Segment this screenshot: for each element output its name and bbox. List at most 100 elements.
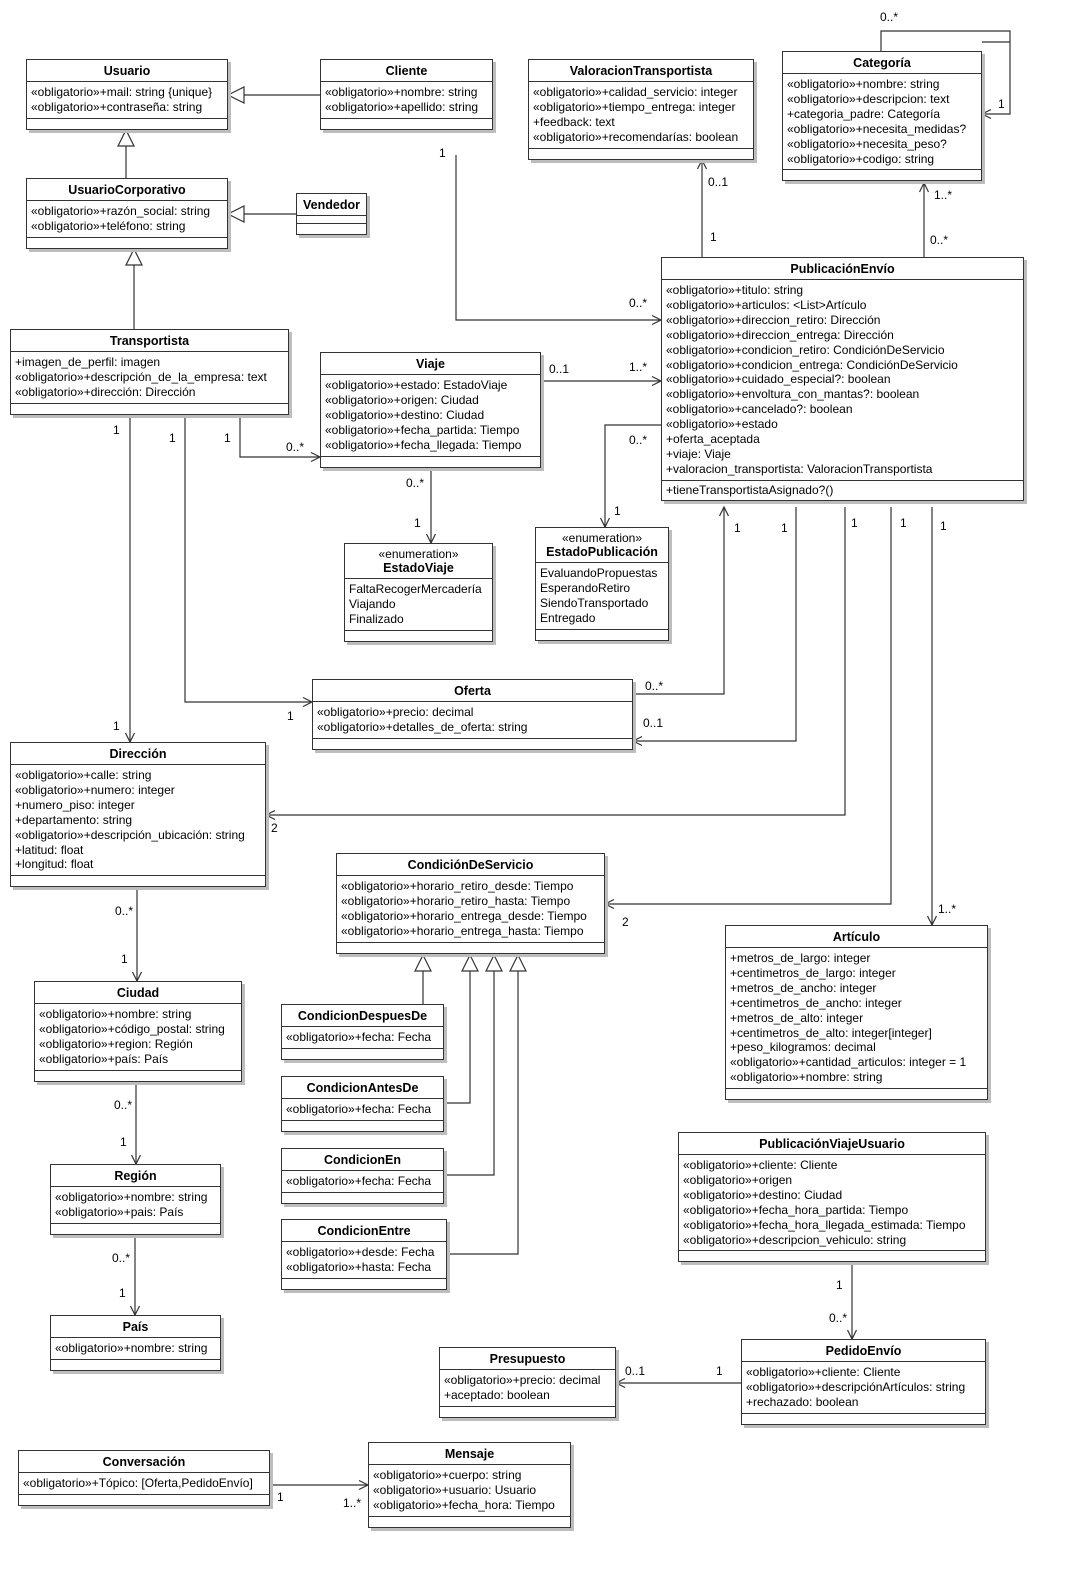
- class-attributes: «obligatorio»+cliente: Cliente«obligator…: [679, 1155, 985, 1252]
- class-condEntre: CondicionEntre«obligatorio»+desde: Fecha…: [281, 1219, 447, 1290]
- class-header: País: [51, 1316, 220, 1338]
- class-attribute: +imagen_de_perfil: imagen: [15, 355, 161, 369]
- class-name: Ciudad: [116, 986, 160, 1000]
- class-attribute: +metros_de_alto: integer: [730, 1010, 864, 1025]
- class-operations: [783, 170, 981, 180]
- multiplicity-label: 1: [277, 1490, 284, 1504]
- class-name: Conversación: [102, 1455, 186, 1469]
- class-attribute: Finalizado: [349, 611, 404, 626]
- class-attribute: «obligatorio»+precio: decimal: [444, 1373, 601, 1387]
- class-attribute: «obligatorio»+fecha: Fecha: [286, 1102, 432, 1116]
- association-line-15: [425, 470, 437, 545]
- class-operations: [282, 1279, 446, 1289]
- class-header: Cliente: [321, 60, 492, 82]
- class-attribute: «obligatorio»+Tópico: [Oferta,PedidoEnví…: [23, 1476, 253, 1490]
- class-attribute: +centimetros_de_alto: integer[integer]: [730, 1025, 932, 1040]
- class-attribute: +valoracion_transportista: ValoracionTra…: [666, 461, 933, 476]
- class-attribute: +peso_kilogramos: decimal: [730, 1040, 876, 1055]
- class-operations: [282, 1121, 443, 1131]
- class-operations: [11, 404, 288, 414]
- class-attribute: «obligatorio»+horario_entrega_hasta: Tie…: [341, 923, 584, 938]
- class-publicacion: PublicaciónEnvío«obligatorio»+titulo: st…: [661, 257, 1024, 501]
- class-header: Usuario: [27, 60, 227, 82]
- multiplicity-label: 1: [940, 519, 947, 533]
- class-operations: [742, 1414, 985, 1424]
- class-operations: [321, 119, 492, 129]
- class-attribute: «obligatorio»+destino: Ciudad: [325, 407, 485, 422]
- class-header: Viaje: [321, 353, 540, 375]
- class-attribute: «obligatorio»+nombre: string: [39, 1007, 192, 1021]
- class-attributes: «obligatorio»+fecha: Fecha: [282, 1027, 443, 1049]
- class-attribute: «obligatorio»+destino: Ciudad: [683, 1187, 843, 1202]
- generalization-line-2: [226, 205, 296, 223]
- class-attribute: +longitud: float: [15, 857, 94, 872]
- class-attribute: «obligatorio»+detalles_de_oferta: string: [317, 719, 528, 734]
- multiplicity-label: 1: [734, 521, 741, 535]
- class-name: EstadoViaje: [383, 561, 454, 575]
- multiplicity-label: 1..*: [934, 188, 953, 202]
- multiplicity-label: 1: [836, 1278, 843, 1292]
- multiplicity-label: 1: [414, 516, 421, 530]
- class-attribute: «obligatorio»+fecha_hora: Tiempo: [373, 1497, 555, 1512]
- class-header: Región: [51, 1165, 220, 1187]
- class-attribute: +latitud: float: [15, 842, 84, 857]
- class-header: Transportista: [11, 330, 288, 352]
- class-operation: +tieneTransportistaAsignado?(): [666, 482, 834, 497]
- class-vendedor: Vendedor: [296, 193, 367, 235]
- class-attribute: «obligatorio»+cuidado_especial?: boolean: [666, 372, 891, 387]
- multiplicity-label: 0..1: [625, 1364, 646, 1378]
- multiplicity-label: 1: [710, 230, 717, 244]
- multiplicity-label: 1: [851, 516, 858, 530]
- class-header: Dirección: [11, 743, 265, 765]
- class-attribute: «obligatorio»+nombre: string: [55, 1341, 208, 1355]
- class-attributes: «obligatorio»+nombre: string: [51, 1338, 220, 1360]
- class-condDespues: CondicionDespuesDe «obligatorio»+fecha: F…: [281, 1004, 444, 1060]
- class-header: Categoría: [783, 52, 981, 74]
- class-attributes: «obligatorio»+mail: string {unique}«obli…: [27, 82, 227, 119]
- multiplicity-label: 1: [900, 516, 907, 530]
- class-attributes: «obligatorio»+precio: decimal«obligatori…: [313, 702, 632, 739]
- class-attribute: «obligatorio»+necesita_peso?: [787, 136, 947, 151]
- class-header: CondicionAntesDe: [282, 1077, 443, 1099]
- multiplicity-label: 1: [113, 423, 120, 437]
- class-mensaje: Mensaje«obligatorio»+cuerpo: string«obli…: [368, 1442, 571, 1528]
- class-operations: [19, 1495, 269, 1505]
- class-attribute: «obligatorio»+descripción_de_la_empresa:…: [15, 369, 267, 384]
- class-attribute: +departamento: string: [15, 812, 133, 827]
- association-line-11: [880, 30, 1011, 51]
- class-name: ValoracionTransportista: [569, 64, 713, 78]
- association-line-17: [124, 413, 136, 744]
- class-attribute: «obligatorio»+estado: [666, 417, 778, 432]
- class-attribute: «obligatorio»+codigo: string: [787, 151, 935, 166]
- class-attribute: «obligatorio»+apellido: string: [325, 99, 479, 114]
- class-condEn: CondicionEn«obligatorio»+fecha: Fecha: [281, 1148, 444, 1204]
- class-name: EstadoPublicación: [546, 545, 658, 559]
- class-operations: [35, 1071, 241, 1081]
- class-name: Dirección: [109, 747, 167, 761]
- class-operations: [51, 1224, 220, 1234]
- class-name: CondicionEn: [323, 1153, 402, 1167]
- class-name: CondicionDespuesDe: [297, 1009, 428, 1023]
- class-operations: [536, 630, 668, 640]
- class-categoria: Categoría«obligatorio»+nombre: string«ob…: [782, 51, 982, 182]
- class-attribute: «obligatorio»+fecha_partida: Tiempo: [325, 422, 520, 437]
- class-operations: [27, 238, 227, 248]
- multiplicity-label: 1: [781, 521, 788, 535]
- class-header: PublicaciónEnvío: [662, 258, 1023, 280]
- class-attributes: «obligatorio»+titulo: string«obligatorio…: [662, 280, 1023, 481]
- class-attribute: «obligatorio»+numero: integer: [15, 782, 175, 797]
- class-attributes: «obligatorio»+Tópico: [Oferta,PedidoEnví…: [19, 1473, 269, 1495]
- generalization-line-3: [125, 247, 143, 329]
- class-name: País: [122, 1320, 149, 1334]
- class-attribute: «obligatorio»+dirección: Dirección: [15, 384, 196, 399]
- multiplicity-label: 2: [271, 821, 278, 835]
- class-header: Presupuesto: [440, 1348, 615, 1370]
- class-attribute: «obligatorio»+precio: decimal: [317, 705, 474, 719]
- class-attribute: «obligatorio»+cantidad_articulos: intege…: [730, 1055, 967, 1070]
- class-name: Categoría: [853, 56, 911, 70]
- multiplicity-label: 1..*: [938, 902, 957, 916]
- class-attribute: «obligatorio»+mail: string {unique}: [31, 85, 213, 99]
